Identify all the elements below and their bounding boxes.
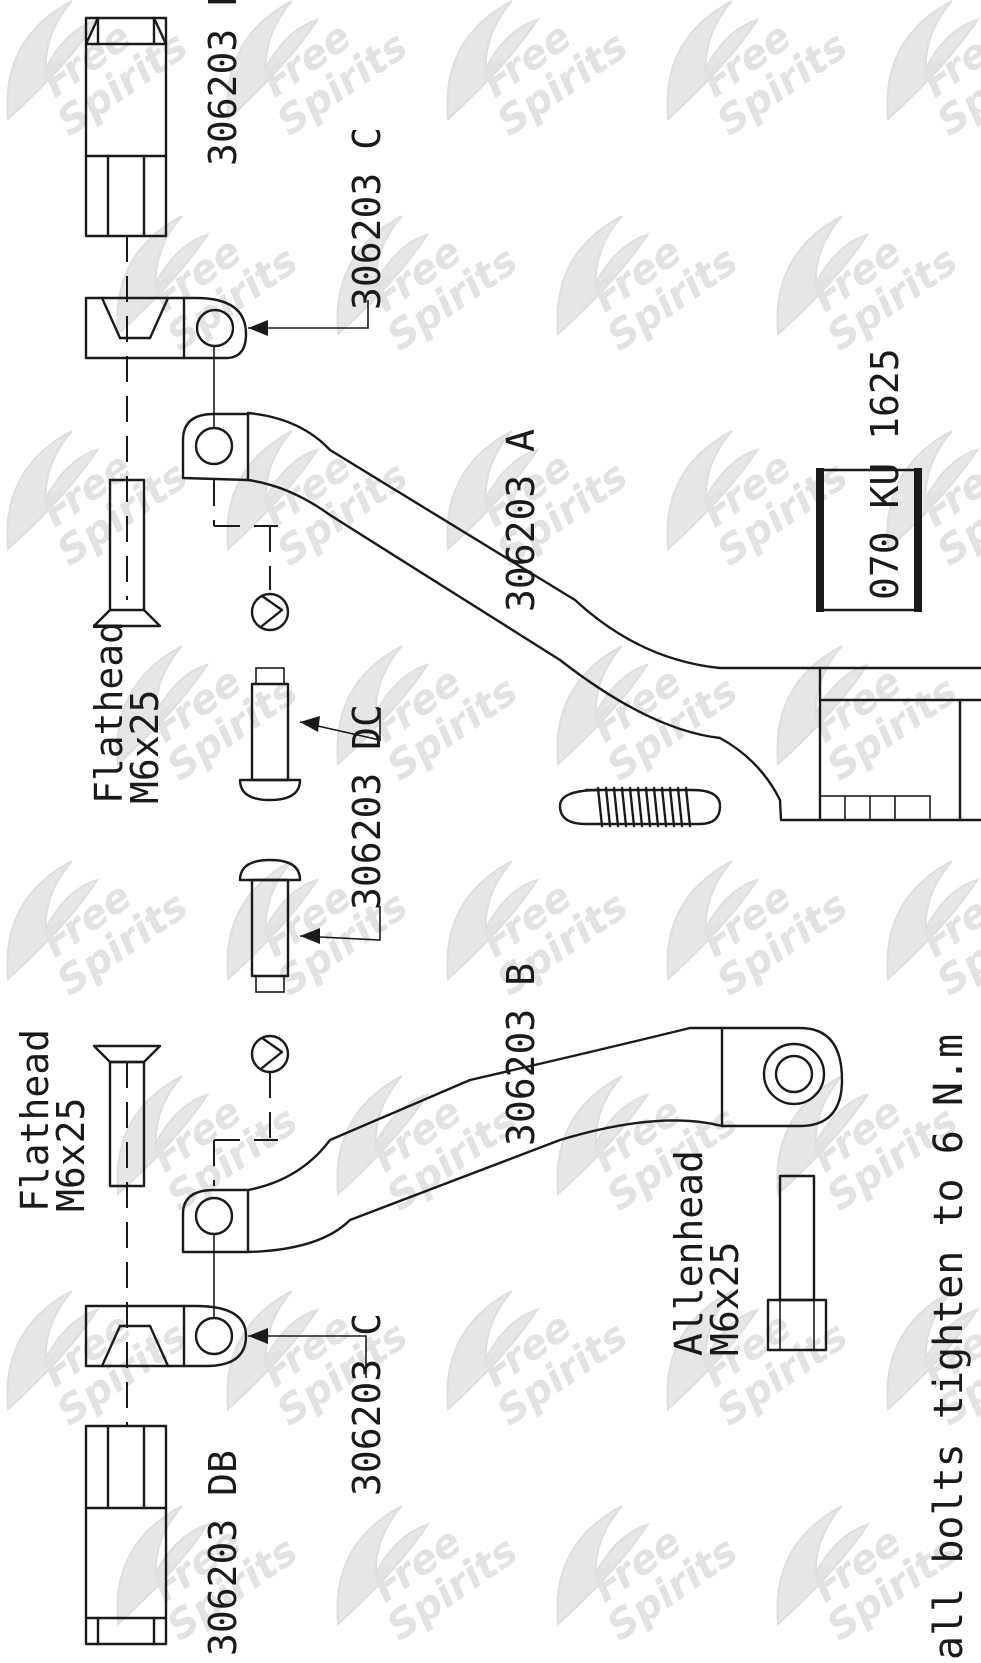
clamp-c-top-part bbox=[84, 296, 248, 360]
spring-part bbox=[558, 786, 722, 828]
label-flathead-top-2: M6x25 bbox=[123, 690, 167, 804]
torque-note: all bolts tighten to 6 N.m bbox=[926, 1034, 972, 1660]
e-clip-top bbox=[250, 592, 290, 632]
leader-lines bbox=[248, 300, 381, 1378]
label-allenhead-1: Allenhead bbox=[667, 1150, 711, 1356]
label-clamp-c-bottom: 306203 C bbox=[345, 1313, 389, 1496]
bearing-part bbox=[816, 468, 922, 612]
labels: 306203 DA 306203 C 306203 A 306203 DC 30… bbox=[13, 0, 907, 1656]
pin-dc-upper bbox=[238, 667, 302, 802]
label-bearing: 070 KU 1625 bbox=[863, 348, 907, 600]
label-flathead-top-1: Flathead bbox=[87, 621, 131, 804]
e-clip-bottom bbox=[250, 1034, 290, 1074]
label-allenhead-2: M6x25 bbox=[703, 1242, 747, 1356]
pin-da-part bbox=[84, 16, 168, 238]
pin-dc-lower bbox=[238, 858, 302, 993]
label-arm-b: 306203 B bbox=[499, 963, 543, 1146]
label-flathead-bottom-1: Flathead bbox=[13, 1029, 57, 1212]
label-flathead-bottom-2: M6x25 bbox=[49, 1098, 93, 1212]
label-pin-dc: 306203 DC bbox=[345, 704, 389, 910]
arm-a-part bbox=[181, 411, 981, 822]
centerlines bbox=[126, 236, 278, 1426]
label-pin-db: 306203 DB bbox=[201, 1450, 245, 1656]
label-pin-da: 306203 DA bbox=[201, 0, 245, 166]
label-arm-a: 306203 A bbox=[499, 429, 543, 612]
label-clamp-c-top: 306203 C bbox=[345, 127, 389, 310]
arm-b-part bbox=[181, 1026, 844, 1254]
allenhead-bolt bbox=[766, 1174, 828, 1352]
